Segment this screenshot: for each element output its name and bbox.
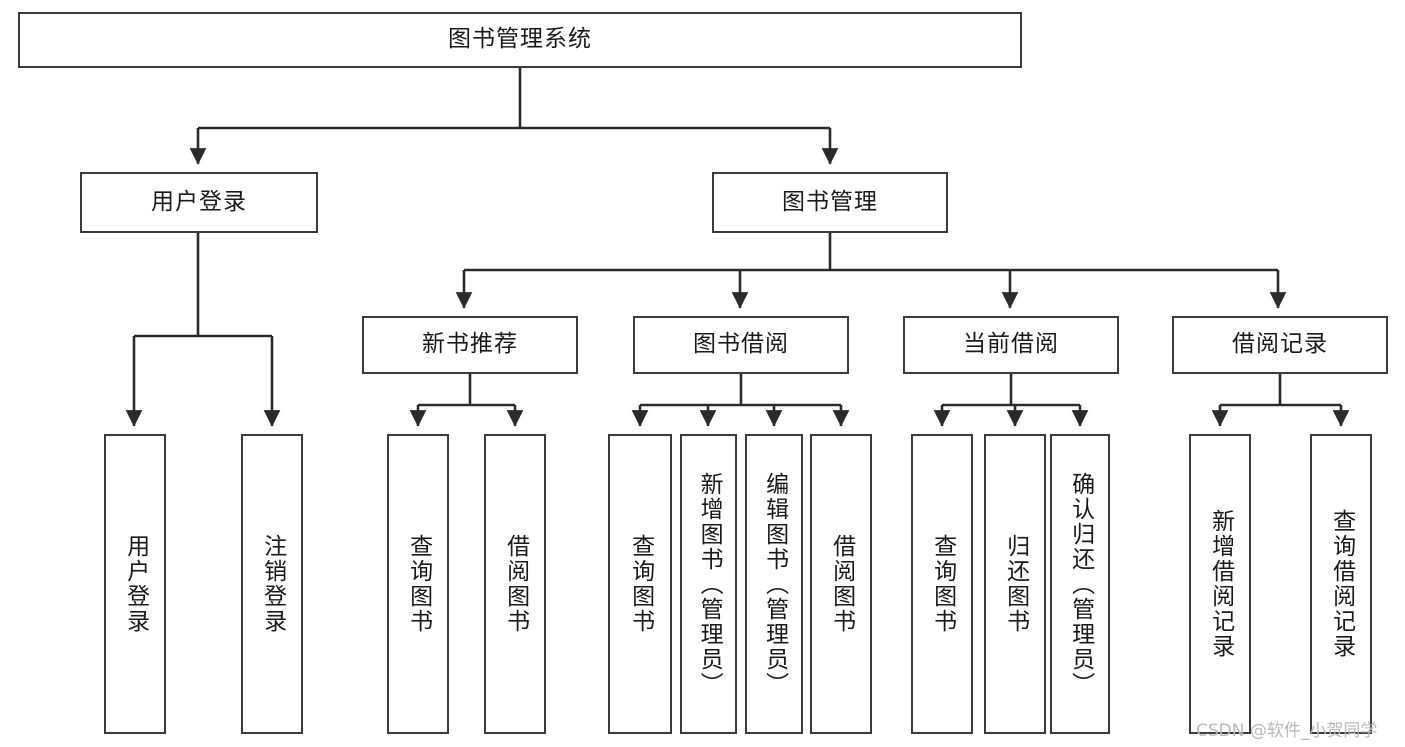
node-current-borrow[interactable]: 当前借阅 [903,316,1119,374]
leaf-borrow-book-recommend[interactable]: 借阅图书 [484,434,546,734]
node-book-borrow[interactable]: 图书借阅 [633,316,849,374]
node-label: 新增图书（管理员） [696,471,723,697]
connector-borrowrecord-to-leaves [1211,374,1350,427]
leaf-add-book-admin[interactable]: 新增图书（管理员） [680,434,737,734]
connector-newbook-to-leaves [409,374,524,427]
leaf-add-borrow-record[interactable]: 新增借阅记录 [1189,434,1251,734]
node-label: 查询图书 [627,534,654,634]
node-label: 借阅记录 [1232,331,1328,358]
node-label: 用户登录 [151,188,247,215]
node-root-book-management-system[interactable]: 图书管理系统 [18,12,1022,68]
node-label: 借阅图书 [502,534,529,634]
connector-currentborrow-to-leaves [933,374,1089,427]
leaf-confirm-return-admin[interactable]: 确认归还（管理员） [1050,434,1110,734]
leaf-query-book-borrow[interactable]: 查询图书 [608,434,672,734]
node-label: 确认归还（管理员） [1067,471,1094,697]
node-user-login[interactable]: 用户登录 [80,172,318,233]
leaf-user-login[interactable]: 用户登录 [104,434,166,734]
node-book-management[interactable]: 图书管理 [712,172,948,233]
leaf-query-book-current[interactable]: 查询图书 [911,434,973,734]
connector-bookborrow-to-leaves [631,374,850,427]
csdn-watermark: CSDN @软件_小贺同学 [1196,716,1377,741]
connector-bookmanage-to-level3 [455,233,1287,309]
leaf-user-logout[interactable]: 注销登录 [241,434,303,734]
leaf-query-book-recommend[interactable]: 查询图书 [387,434,449,734]
node-label: 新增借阅记录 [1207,509,1234,659]
leaf-return-book[interactable]: 归还图书 [984,434,1046,734]
leaf-borrow-book[interactable]: 借阅图书 [810,434,872,734]
node-label: 图书管理 [782,188,878,215]
watermark-text: CSDN @软件_小贺同学 [1196,721,1378,741]
node-label: 编辑图书（管理员） [761,471,788,697]
node-label: 查询借阅记录 [1328,509,1355,659]
node-label: 图书管理系统 [448,26,592,53]
node-label: 借阅图书 [828,534,855,634]
node-label: 查询图书 [929,534,956,634]
leaf-query-borrow-record[interactable]: 查询借阅记录 [1310,434,1372,734]
node-label: 图书借阅 [693,331,789,358]
node-label: 用户登录 [122,534,149,634]
node-label: 查询图书 [405,534,432,634]
connector-userlogin-to-leaves [125,233,281,427]
node-label: 当前借阅 [963,331,1059,358]
node-borrow-record[interactable]: 借阅记录 [1172,316,1388,374]
leaf-edit-book-admin[interactable]: 编辑图书（管理员） [745,434,803,734]
node-label: 归还图书 [1002,534,1029,634]
node-label: 新书推荐 [422,331,518,358]
connector-root-to-level2 [189,68,839,165]
node-new-book-recommend[interactable]: 新书推荐 [362,316,578,374]
node-label: 注销登录 [259,534,286,634]
